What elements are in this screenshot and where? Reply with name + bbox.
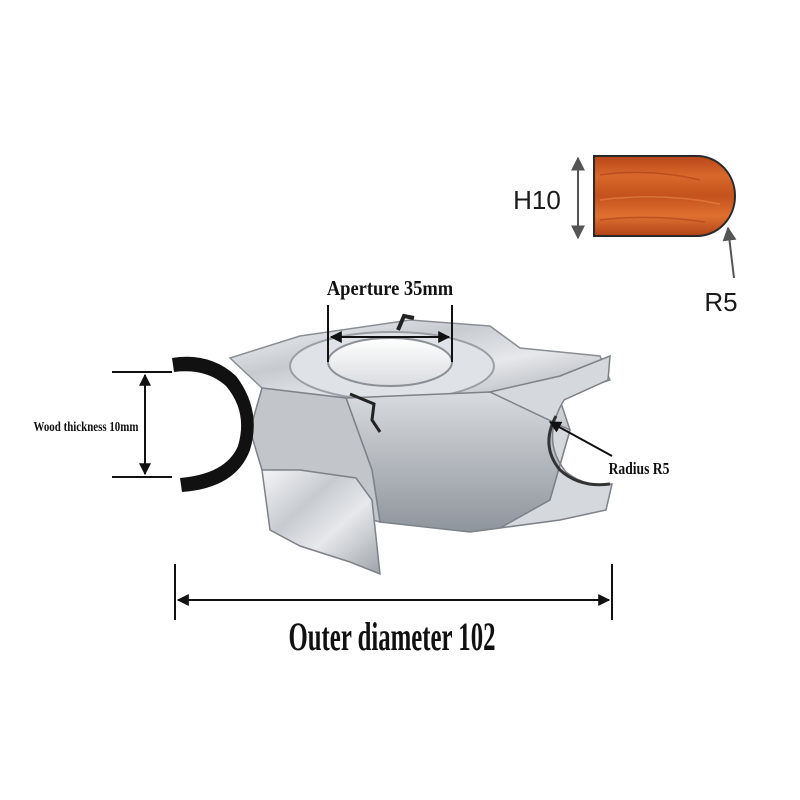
radius-r5-pointer-arrow — [548, 421, 613, 457]
left-cutting-edge — [172, 356, 254, 492]
right-cutting-edge — [547, 415, 611, 487]
cutter-right-wing — [487, 354, 613, 529]
cutter-inner-notch — [349, 392, 382, 433]
radius-label: R5 — [704, 287, 737, 317]
dimension-annotations: Aperture 35mm Wood thickness 10mm Radius… — [34, 277, 670, 660]
radius-r5-label: Radius R5 — [609, 460, 670, 479]
profile-illustration: H10 R5 — [513, 155, 738, 317]
radius-pointer-arrow — [722, 226, 737, 279]
cutter-lower-wing — [261, 469, 381, 576]
arbor-bore — [327, 337, 453, 387]
outer-diameter-label: Outer diameter 102 — [288, 615, 495, 659]
aperture-label: Aperture 35mm — [327, 277, 454, 300]
wood-thickness-label: Wood thickness 10mm — [34, 419, 139, 435]
height-label: H10 — [513, 185, 561, 215]
wood-profile-shape — [593, 155, 736, 237]
router-cutter — [172, 313, 613, 576]
